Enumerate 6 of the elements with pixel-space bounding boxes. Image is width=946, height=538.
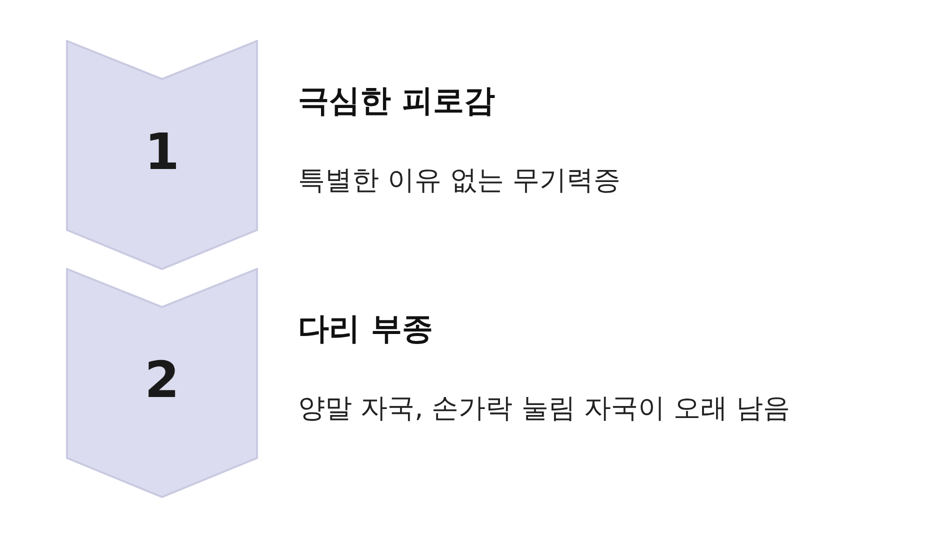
step-number: 2 — [144, 350, 180, 410]
step-description: 특별한 이유 없는 무기력증 — [298, 164, 621, 198]
step-heading: 다리 부종 — [298, 310, 433, 349]
step-heading: 극심한 피로감 — [298, 82, 495, 121]
step-number: 1 — [144, 122, 180, 182]
step-description: 양말 자국, 손가락 눌림 자국이 오래 남음 — [298, 392, 790, 426]
